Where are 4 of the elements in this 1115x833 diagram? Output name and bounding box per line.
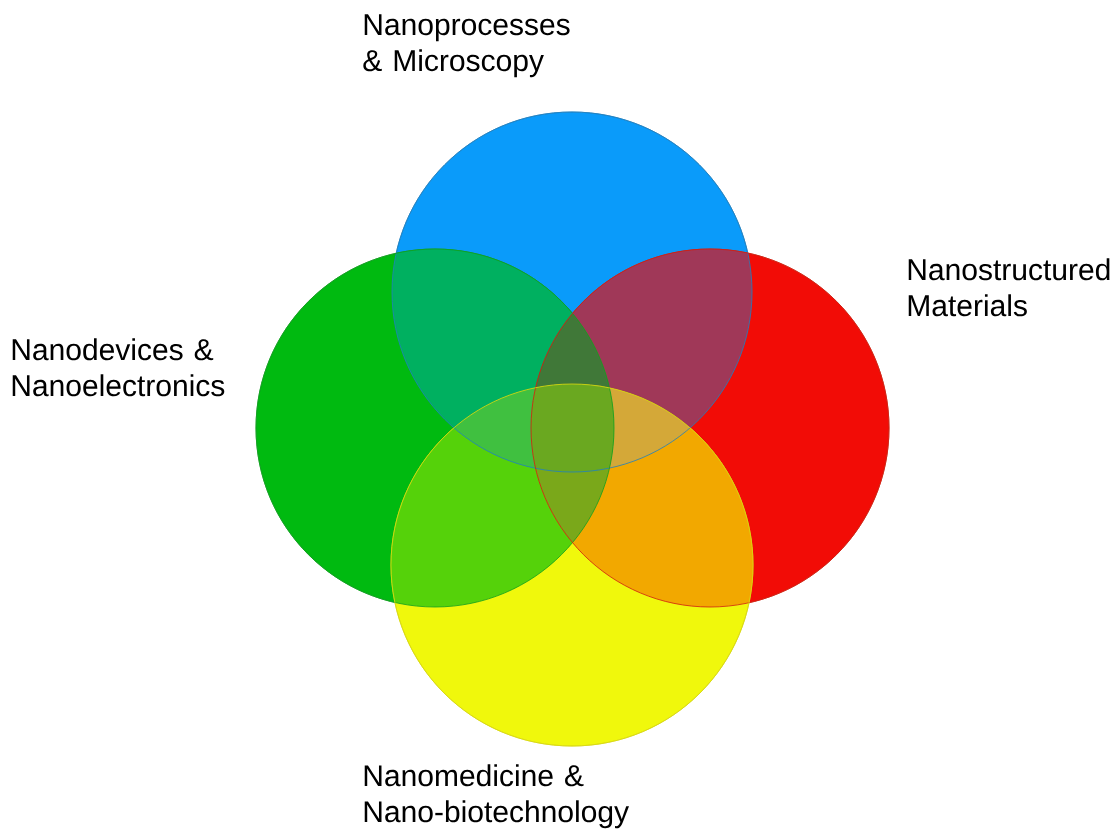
- circle-label: Nanomedicine & Nano-biotechnology: [364, 764, 629, 829]
- circle-label: Nanostructured Materials: [908, 258, 1110, 317]
- circle-label: Nanoprocesses & Microscopy: [363, 14, 570, 78]
- circle-label: Nanodevices & Nanoelectronics: [12, 338, 225, 397]
